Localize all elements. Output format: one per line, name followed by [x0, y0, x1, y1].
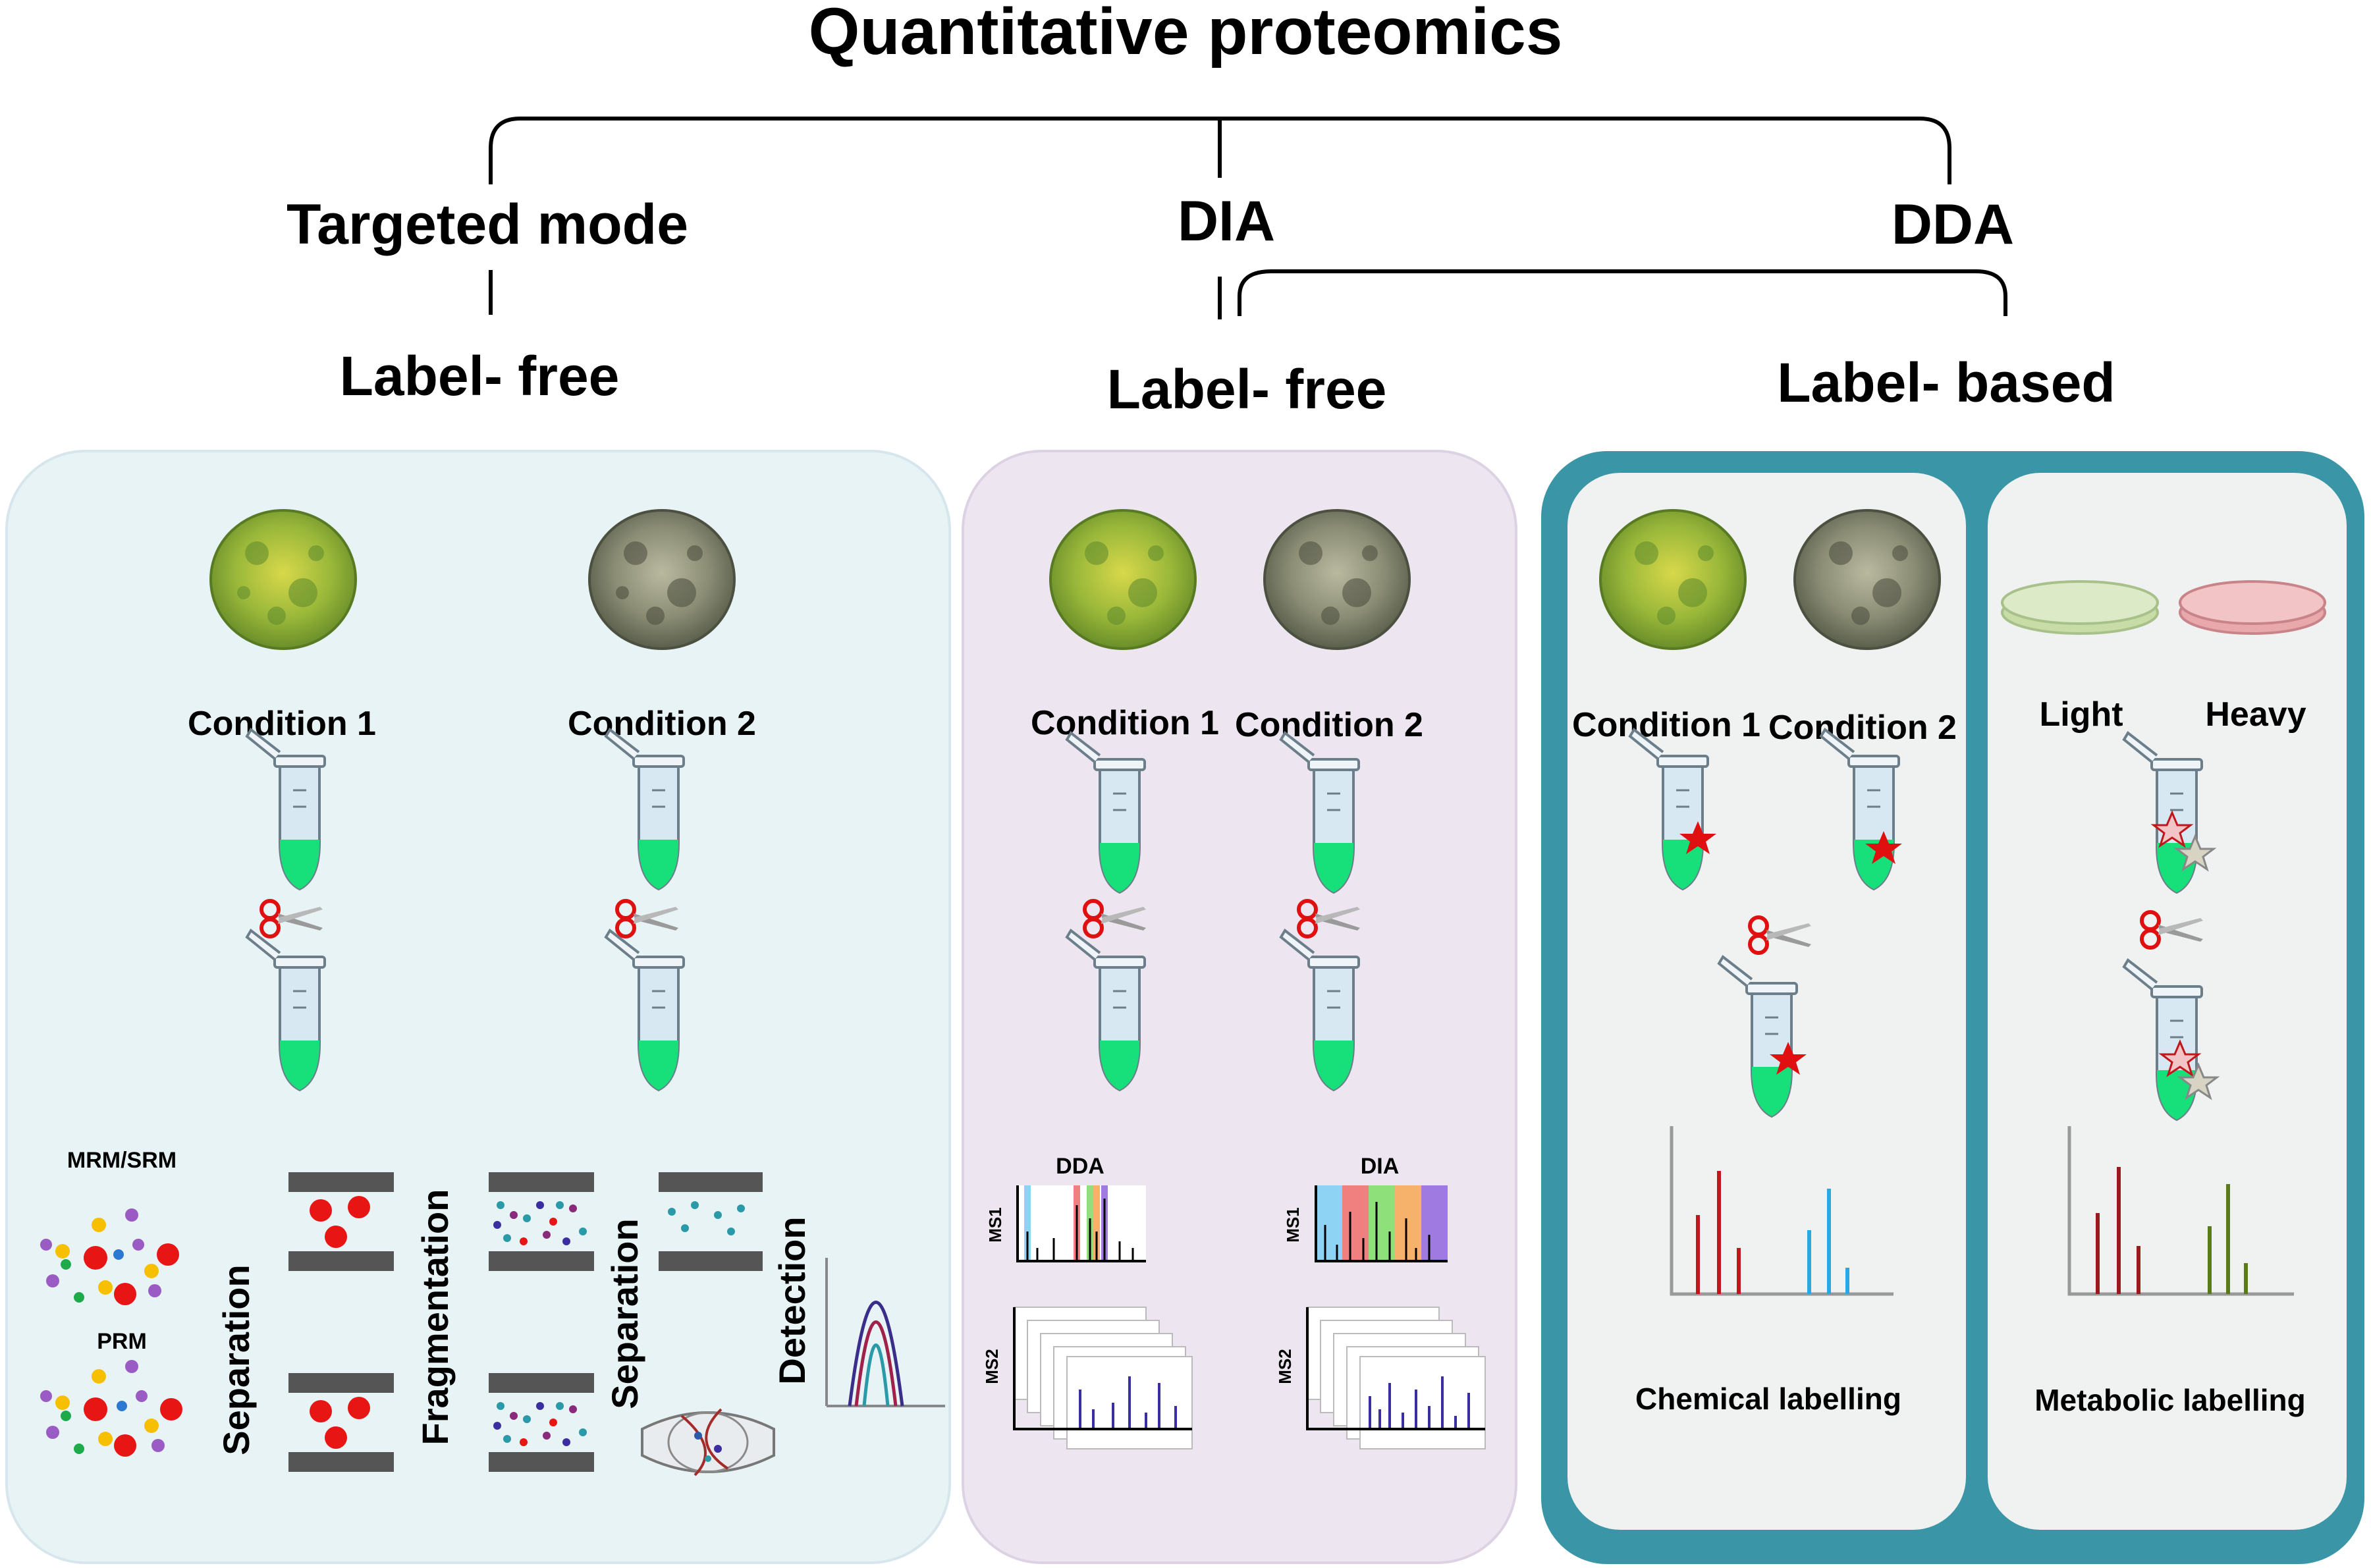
detection-chromatogram	[825, 1258, 945, 1407]
cell-condition-2	[588, 509, 736, 650]
dda-spectrum-label: DDA	[1056, 1154, 1104, 1179]
separation-plates-1	[288, 1172, 394, 1472]
branch-connectors	[489, 269, 2007, 319]
sublabel-dda: Label- based	[1777, 352, 2115, 414]
top-brace	[489, 117, 1951, 184]
dia-ms2-stack: MS2	[1275, 1307, 1486, 1449]
cell-2-spots	[616, 541, 703, 625]
light-label: Light	[2039, 695, 2123, 734]
separation-plates-2	[659, 1172, 763, 1271]
ms2-axis-label: MS2	[1275, 1349, 1295, 1384]
cell-condition-2	[1793, 509, 1941, 650]
cell-condition-1	[1599, 509, 1747, 650]
sublabel-targeted: Label- free	[340, 345, 620, 407]
mrm-peptide-dots	[40, 1208, 179, 1305]
diagram-title: Quantitative proteomics	[809, 0, 1563, 68]
prm-label: PRM	[97, 1329, 147, 1354]
separation-label-1: Separation	[215, 1264, 257, 1455]
ms1-axis-label: MS1	[1283, 1207, 1303, 1242]
branch-targeted-mode: Targeted mode	[286, 193, 688, 256]
heavy-dish-icon	[2179, 580, 2326, 635]
condition-2-label: Condition 2	[568, 705, 756, 743]
ms2-axis-label: MS2	[982, 1349, 1002, 1384]
panel-dia: Condition 1 Condition 2 DDA DIA MS1	[962, 450, 1517, 1564]
metabolic-labelling-caption: Metabolic labelling	[2034, 1383, 2306, 1417]
dda-ms1-spectrum: MS1	[985, 1185, 1146, 1262]
dia-spectrum-label: DIA	[1361, 1154, 1400, 1179]
subpanel-chemical-labelling: Condition 1 Condition 2 Chemical labelli…	[1567, 473, 1966, 1530]
heavy-label: Heavy	[2205, 695, 2306, 734]
dia-ms1-spectrum: MS1	[1283, 1185, 1448, 1262]
ms1-axis-label: MS1	[985, 1207, 1005, 1242]
metabolic-labelling-spectrum	[2067, 1126, 2294, 1296]
condition-1-label: Condition 1	[188, 705, 376, 743]
fragmentation-label: Fragmentation	[414, 1189, 456, 1446]
condition-2-label: Condition 2	[1235, 706, 1423, 744]
cell-1-spots	[1085, 541, 1164, 625]
dda-ms2-stack: MS2	[982, 1307, 1193, 1449]
branch-dia: DIA	[1178, 190, 1275, 253]
sublabel-dia: Label- free	[1107, 358, 1387, 420]
detection-label: Detection	[771, 1216, 813, 1384]
separation-label-2: Separation	[604, 1218, 645, 1409]
cell-condition-1	[1049, 509, 1197, 650]
cell-2-spots	[1299, 541, 1378, 625]
light-dish-icon	[2001, 580, 2159, 635]
fragmentation-plates	[489, 1172, 594, 1472]
mass-analyzer-icon	[641, 1408, 775, 1476]
chemical-labelling-spectrum	[1670, 1126, 1894, 1296]
chemical-labelling-caption: Chemical labelling	[1635, 1382, 1901, 1416]
mrm-srm-label: MRM/SRM	[67, 1148, 177, 1173]
prm-peptide-dots	[40, 1360, 182, 1457]
branch-dda: DDA	[1892, 193, 2014, 256]
cell-2-spots	[1829, 541, 1908, 625]
condition-1-label: Condition 1	[1572, 706, 1760, 744]
cell-condition-2	[1263, 509, 1411, 650]
condition-2-label: Condition 2	[1768, 709, 1957, 747]
condition-1-label: Condition 1	[1031, 704, 1219, 742]
panel-targeted: Condition 1 Condition 2 MRM/SRM PRM Sepa…	[5, 450, 951, 1564]
panel-label-based: Condition 1 Condition 2 Chemical labelli…	[1541, 451, 2364, 1564]
subpanel-metabolic-labelling: Light Heavy Metabolic labelling	[1988, 473, 2347, 1530]
cell-1-spots	[237, 541, 324, 625]
cell-condition-1	[209, 509, 357, 650]
cell-1-spots	[1635, 541, 1714, 625]
